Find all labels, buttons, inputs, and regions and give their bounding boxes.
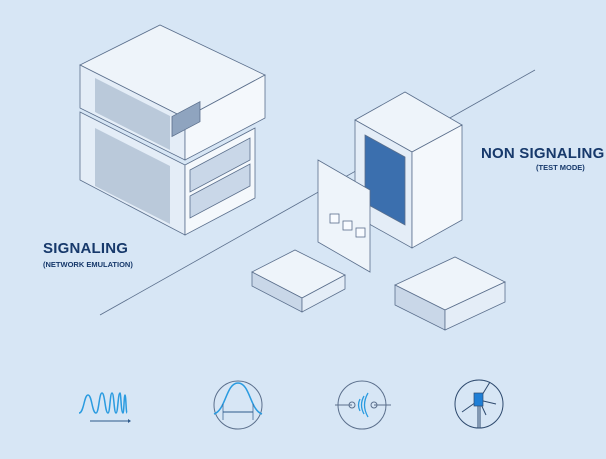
signaling-subtitle: (NETWORK EMULATION) xyxy=(43,260,133,269)
test-module xyxy=(251,249,346,313)
signaling-title: SIGNALING xyxy=(43,240,129,257)
non-signaling-title: NON SIGNALING xyxy=(481,145,605,162)
bandwidth-icon xyxy=(213,380,263,430)
wind-turbine-icon xyxy=(454,379,504,429)
non-signaling-subtitle: (TEST MODE) xyxy=(536,163,585,172)
divider-line xyxy=(99,69,536,316)
rack-vents xyxy=(95,78,170,224)
small-instrument xyxy=(394,256,506,331)
antenna-signal-icon xyxy=(335,380,391,430)
signaling-rack xyxy=(79,24,266,236)
shield-box xyxy=(317,91,463,273)
waveform-icon xyxy=(78,392,131,423)
